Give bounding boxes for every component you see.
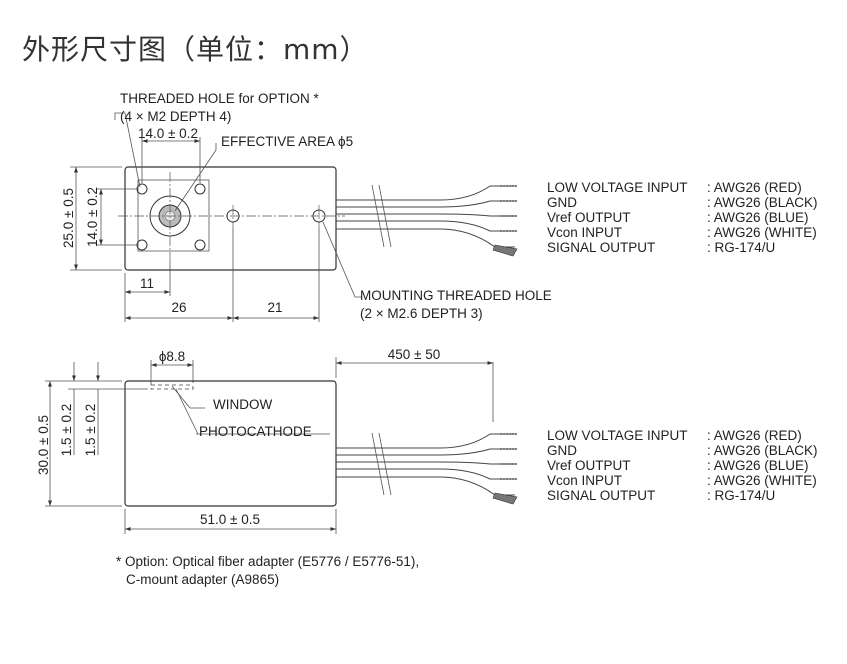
dim-hole-pitch-v: 14.0 ± 0.2 xyxy=(85,187,100,247)
mounting-label: MOUNTING THREADED HOLE xyxy=(360,288,552,303)
side-view: ϕ8.8 450 ± 50 WINDOW PHOTOCATHODE 30.0 ±… xyxy=(36,347,818,534)
wire-legend-top: LOW VOLTAGE INPUT : AWG26 (RED) GND : AW… xyxy=(547,180,818,255)
wire-name: Vcon INPUT xyxy=(547,225,622,240)
wire-name: Vref OUTPUT xyxy=(547,210,631,225)
dim-height-side: 30.0 ± 0.5 xyxy=(36,415,51,475)
dim-11: 11 xyxy=(140,276,154,291)
dim-height-top: 25.0 ± 0.5 xyxy=(61,188,76,248)
dim-21: 21 xyxy=(267,300,282,315)
dim-window-dia: ϕ8.8 xyxy=(159,349,185,364)
wire-legend-side: LOW VOLTAGE INPUT : AWG26 (RED) GND : AW… xyxy=(547,428,818,503)
threaded-hole-label: THREADED HOLE for OPTION * xyxy=(120,91,320,106)
page-title: 外形尺寸图（单位：mm） xyxy=(22,33,369,66)
wire-name: LOW VOLTAGE INPUT xyxy=(547,428,688,443)
dim-cable-length: 450 ± 50 xyxy=(388,347,440,362)
threaded-hole xyxy=(194,239,206,251)
dim-offset-1: 1.5 ± 0.2 xyxy=(59,404,74,456)
adapter-square xyxy=(137,179,210,252)
dim-26: 26 xyxy=(171,300,186,315)
threaded-hole xyxy=(194,183,206,195)
effective-area-label: EFFECTIVE AREA ϕ5 xyxy=(221,134,353,149)
wire-spec: : AWG26 (WHITE) xyxy=(707,225,817,240)
mounting-spec: (2 × M2.6 DEPTH 3) xyxy=(360,306,483,321)
wire-name: SIGNAL OUTPUT xyxy=(547,488,655,503)
wire-spec: : RG-174/U xyxy=(707,488,775,503)
window-label: WINDOW xyxy=(213,397,272,412)
wire-name: Vcon INPUT xyxy=(547,473,622,488)
wire-name: GND xyxy=(547,443,577,458)
wire-bundle-top xyxy=(336,184,518,257)
footnote-line-1: * Option: Optical fiber adapter (E5776 /… xyxy=(116,554,419,569)
footnote-line-2: C-mount adapter (A9865) xyxy=(126,572,279,587)
wire-spec: : AWG26 (WHITE) xyxy=(707,473,817,488)
module-body-top xyxy=(124,166,337,271)
wire-spec: : AWG26 (RED) xyxy=(707,180,802,195)
top-view: THREADED HOLE for OPTION * (4 × M2 DEPTH… xyxy=(61,91,818,322)
wire-spec: : AWG26 (BLACK) xyxy=(707,195,818,210)
wire-spec: : AWG26 (RED) xyxy=(707,428,802,443)
wire-bundle-side xyxy=(336,432,518,505)
wire-name: LOW VOLTAGE INPUT xyxy=(547,180,688,195)
threaded-hole-spec: (4 × M2 DEPTH 4) xyxy=(120,109,231,124)
dim-width-side: 51.0 ± 0.5 xyxy=(200,512,260,527)
dim-hole-pitch: 14.0 ± 0.2 xyxy=(138,126,198,141)
wire-name: SIGNAL OUTPUT xyxy=(547,240,655,255)
wire-name: Vref OUTPUT xyxy=(547,458,631,473)
wire-spec: : RG-174/U xyxy=(707,240,775,255)
dim-offset-2: 1.5 ± 0.2 xyxy=(83,404,98,456)
wire-spec: : AWG26 (BLACK) xyxy=(707,443,818,458)
photocathode-label: PHOTOCATHODE xyxy=(199,424,312,439)
module-body-side xyxy=(124,380,337,507)
wire-spec: : AWG26 (BLUE) xyxy=(707,458,809,473)
wire-spec: : AWG26 (BLUE) xyxy=(707,210,809,225)
wire-name: GND xyxy=(547,195,577,210)
